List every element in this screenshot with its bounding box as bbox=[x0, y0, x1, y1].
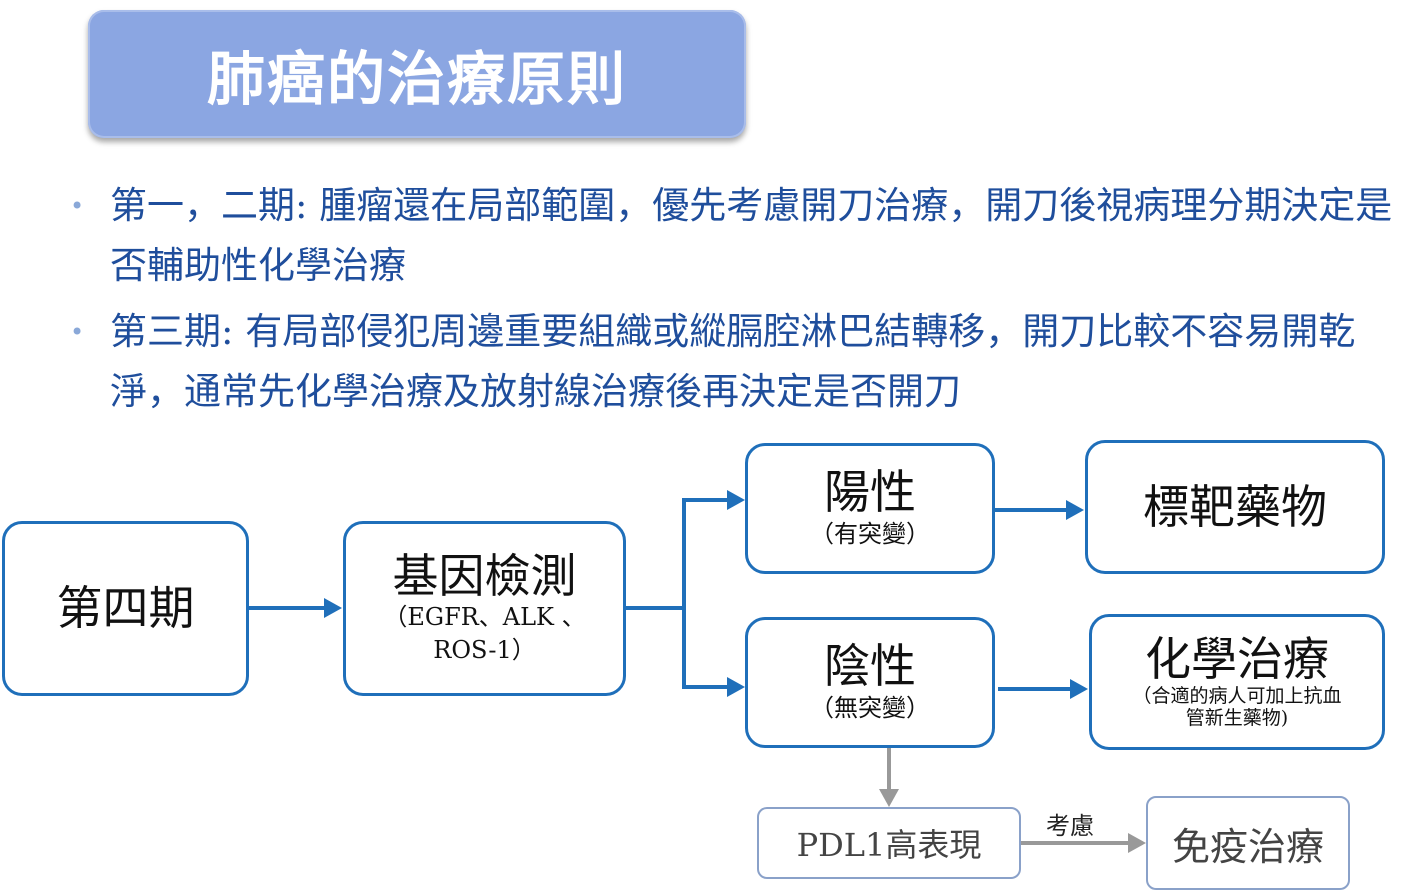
negative-label: 陰性 bbox=[824, 639, 916, 693]
targeted-therapy-box: 標靶藥物 bbox=[1085, 440, 1385, 574]
positive-box: 陽性 （有突變） bbox=[745, 443, 995, 574]
chemo-box: 化學治療 （合適的病人可加上抗血 管新生藥物) bbox=[1089, 614, 1385, 750]
bullet-item: • 第三期: 有局部侵犯周邊重要組織或縱膈腔淋巴結轉移，開刀比較不容易開乾淨，通… bbox=[70, 302, 1400, 422]
positive-sub: （有突變） bbox=[810, 519, 930, 548]
pdl1-box: PDL1高表現 bbox=[757, 807, 1021, 879]
arrow-head bbox=[879, 789, 899, 807]
gene-test-box: 基因檢測 （EGFR、ALK 、 ROS-1） bbox=[343, 521, 626, 696]
arrow-head bbox=[324, 598, 342, 618]
gene-test-label: 基因檢測 bbox=[392, 548, 577, 603]
targeted-therapy-label: 標靶藥物 bbox=[1143, 479, 1327, 534]
connector-to-negative bbox=[682, 685, 728, 689]
bullet-text: 第三期: 有局部侵犯周邊重要組織或縱膈腔淋巴結轉移，開刀比較不容易開乾淨，通常先… bbox=[110, 310, 1356, 413]
consider-label: 考慮 bbox=[1046, 812, 1094, 840]
arrow-head bbox=[1128, 833, 1146, 853]
page-title: 肺癌的治療原則 bbox=[206, 45, 627, 113]
negative-sub: （無突變） bbox=[810, 693, 930, 722]
connector-gene-split bbox=[626, 606, 686, 610]
connector-negative-chemo bbox=[998, 687, 1071, 691]
chemo-sub-2: 管新生藥物) bbox=[1185, 707, 1289, 730]
immuno-label: 免疫治療 bbox=[1171, 824, 1324, 869]
connector-to-positive bbox=[682, 498, 728, 502]
gene-test-sub-1: （EGFR、ALK 、 bbox=[383, 603, 586, 632]
pdl1-label: PDL1高表現 bbox=[796, 826, 982, 864]
connector-pdl1-immuno bbox=[1021, 841, 1129, 845]
arrow-head bbox=[1066, 500, 1084, 520]
arrow-head bbox=[1070, 679, 1088, 699]
immuno-box: 免疫治療 bbox=[1146, 796, 1350, 890]
positive-label: 陽性 bbox=[824, 465, 916, 519]
chemo-sub-1: （合適的病人可加上抗血 bbox=[1132, 684, 1342, 707]
connector-negative-pdl1 bbox=[887, 748, 891, 790]
bullet-item: • 第一，二期: 腫瘤還在局部範圍，優先考慮開刀治療，開刀後視病理分期決定是否輔… bbox=[70, 176, 1400, 296]
title-banner: 肺癌的治療原則 bbox=[88, 10, 746, 138]
connector-split-vertical bbox=[682, 498, 686, 689]
bullet-list: • 第一，二期: 腫瘤還在局部範圍，優先考慮開刀治療，開刀後視病理分期決定是否輔… bbox=[70, 176, 1400, 428]
connector-positive-targeted bbox=[995, 508, 1067, 512]
negative-box: 陰性 （無突變） bbox=[745, 617, 995, 748]
bullet-dot-icon: • bbox=[70, 318, 85, 346]
arrow-head bbox=[727, 490, 745, 510]
chemo-label: 化學治療 bbox=[1145, 631, 1329, 686]
gene-test-sub-2: ROS-1） bbox=[433, 635, 536, 664]
stage4-label: 第四期 bbox=[56, 581, 195, 636]
bullet-text: 第一，二期: 腫瘤還在局部範圍，優先考慮開刀治療，開刀後視病理分期決定是否輔助性… bbox=[110, 184, 1393, 287]
arrow-head bbox=[727, 677, 745, 697]
stage4-box: 第四期 bbox=[2, 521, 249, 696]
connector-stage4-gene bbox=[249, 606, 325, 610]
bullet-dot-icon: • bbox=[70, 192, 85, 220]
